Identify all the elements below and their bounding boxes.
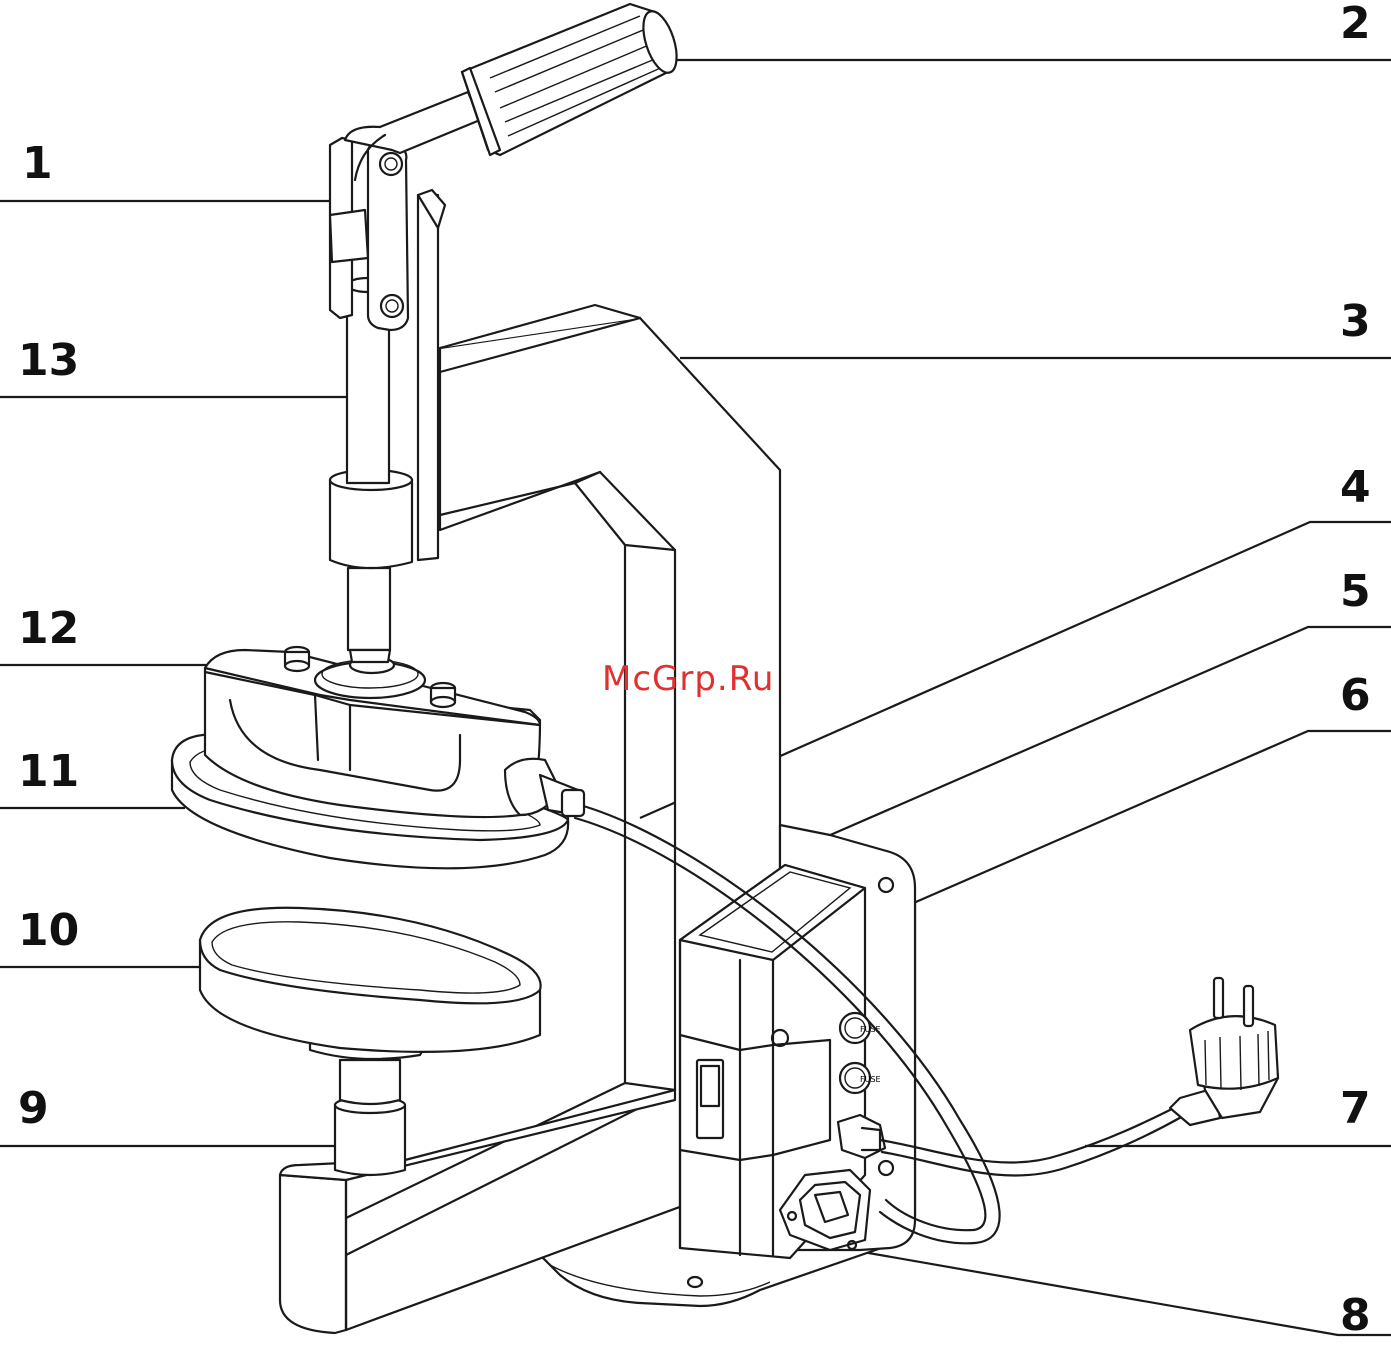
callout-1: 1 (22, 138, 53, 189)
leader-6 (870, 731, 1391, 922)
callout-9: 9 (18, 1083, 49, 1134)
fuse-bottom-label: FUSE (860, 1075, 881, 1084)
callout-4: 4 (1340, 462, 1371, 513)
callout-8: 8 (1340, 1290, 1371, 1341)
leader-8 (840, 1248, 1391, 1335)
upper-head (172, 647, 584, 868)
lower-platen (200, 908, 541, 1175)
callout-11: 11 (18, 746, 79, 797)
callout-2: 2 (1340, 0, 1371, 49)
callout-6: 6 (1340, 670, 1371, 721)
callout-5: 5 (1340, 566, 1371, 617)
callout-7: 7 (1340, 1083, 1371, 1134)
watermark: McGrp.Ru (602, 659, 774, 699)
callout-3: 3 (1340, 296, 1371, 347)
callout-10: 10 (18, 905, 79, 956)
callout-13: 13 (18, 335, 79, 386)
callout-12: 12 (18, 603, 79, 654)
lever-assembly (330, 4, 683, 330)
